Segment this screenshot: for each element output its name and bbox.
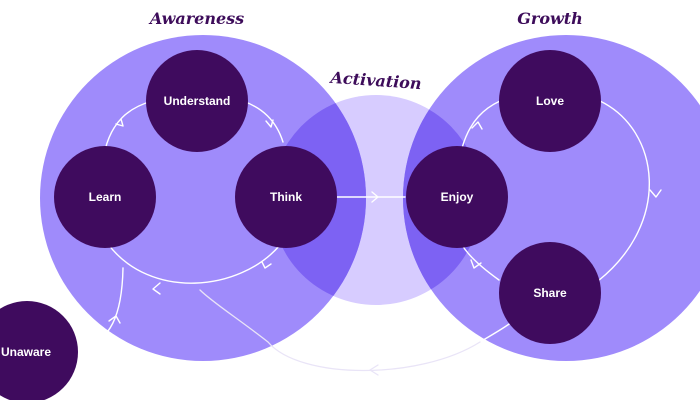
title-awareness: Awareness — [148, 9, 244, 28]
label-unaware: Unaware — [1, 345, 51, 359]
arrowhead-learn-understand — [115, 118, 124, 127]
arrowhead-return — [369, 364, 379, 376]
label-enjoy: Enjoy — [441, 190, 474, 204]
node-think — [235, 146, 337, 248]
arrowhead-understand-think — [265, 119, 274, 128]
label-understand: Understand — [164, 94, 231, 108]
arrowhead-unaware-learn — [108, 315, 121, 324]
node-unaware — [0, 301, 78, 400]
arrowhead-think-learn-2 — [152, 282, 161, 295]
label-love: Love — [536, 94, 564, 108]
node-understand — [146, 50, 248, 152]
node-enjoy — [406, 146, 508, 248]
flow-share-to-enjoy — [461, 244, 500, 281]
flow-think-to-learn — [107, 243, 281, 284]
flow-enjoy-to-love — [461, 100, 501, 149]
node-love — [499, 50, 601, 152]
growth-circle — [403, 35, 700, 361]
growth-activation-overlap — [403, 95, 481, 305]
flow-share-return-to-learn — [199, 289, 481, 372]
flow-learn-to-understand — [104, 100, 153, 151]
awareness-activation-overlap — [271, 95, 366, 305]
arrowhead-love-share — [649, 189, 662, 198]
flow-unaware-to-learn — [81, 267, 124, 353]
title-growth: Growth — [517, 9, 583, 28]
arrowhead-share-enjoy — [470, 259, 482, 269]
arrowhead-enjoy-love — [471, 121, 483, 130]
node-learn — [54, 146, 156, 248]
label-share: Share — [533, 286, 567, 300]
arrowhead-think-learn-1 — [261, 261, 272, 269]
node-share — [499, 242, 601, 344]
flow-love-to-share — [597, 100, 650, 282]
label-think: Think — [270, 190, 302, 204]
arrowhead-think-enjoy — [371, 191, 379, 203]
label-learn: Learn — [89, 190, 122, 204]
awareness-circle — [40, 35, 366, 361]
title-activation: Activation — [328, 68, 422, 93]
